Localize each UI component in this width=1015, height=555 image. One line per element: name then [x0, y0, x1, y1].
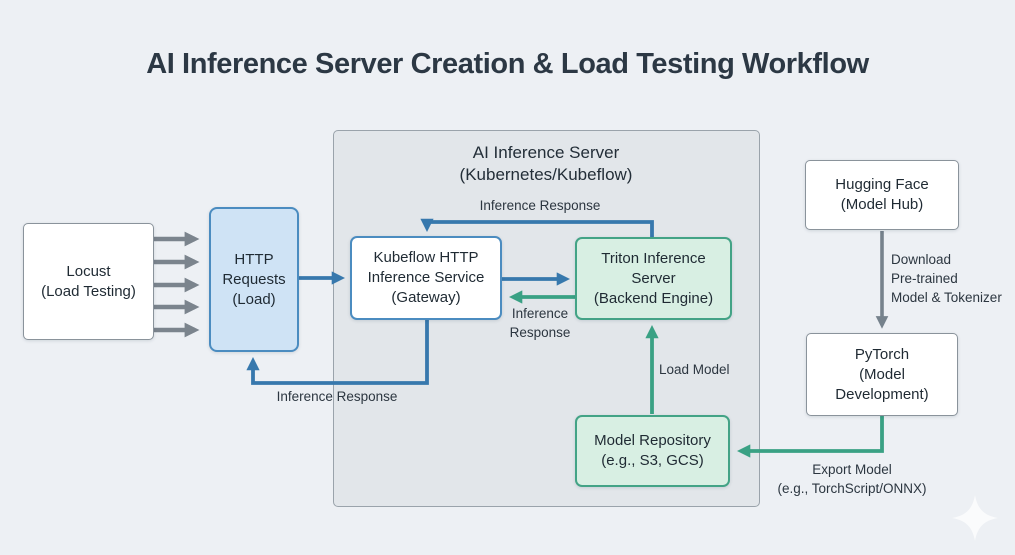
node-pytorch: PyTorch (Model Development) — [806, 333, 958, 416]
node-kubeflow-gateway: Kubeflow HTTP Inference Service (Gateway… — [350, 236, 502, 320]
container-title-line: AI Inference Server — [472, 143, 620, 162]
load-arrows-locust-to-http — [154, 231, 200, 338]
node-kubeflow-gateway-label: Kubeflow HTTP — [373, 249, 479, 266]
page-title: AI Inference Server Creation & Load Test… — [146, 48, 869, 80]
node-locust-label: (Load Testing) — [41, 282, 136, 300]
node-locust-label: Locust — [66, 262, 111, 280]
label-inference-response-mid: Inference Response — [500, 304, 580, 342]
label-export-model: Export Model (e.g., TorchScript/ONNX) — [762, 460, 942, 498]
node-hugging-face: Hugging Face (Model Hub) — [805, 160, 959, 230]
node-triton-server-label: (Backend Engine) — [593, 289, 714, 307]
node-kubeflow-gateway-label: Inference Service — [367, 269, 485, 286]
label-load-model: Load Model — [659, 362, 730, 377]
node-model-repository-label: (e.g., S3, GCS) — [601, 452, 704, 469]
node-hugging-face-label: Hugging Face — [835, 176, 929, 193]
label-line: Export Model — [812, 462, 892, 477]
node-locust: Locust (Load Testing) — [23, 223, 154, 340]
node-pytorch-label: Development) — [835, 385, 929, 403]
node-http-requests-label: (Load) — [232, 290, 276, 308]
node-pytorch-label: (Model — [859, 365, 905, 383]
node-http-requests-label: HTTP — [234, 250, 274, 268]
node-model-repository: Model Repository (e.g., S3, GCS) — [575, 415, 730, 487]
label-inference-response-top: Inference Response — [479, 198, 601, 213]
label-line: Pre-trained — [891, 271, 958, 286]
node-kubeflow-gateway-label: (Gateway) — [391, 289, 461, 306]
sparkle-icon — [952, 495, 998, 541]
node-http-requests-label: Requests — [222, 270, 286, 288]
node-http-requests: HTTP Requests (Load) — [209, 207, 299, 352]
label-line: Download — [891, 252, 952, 267]
label-line: (e.g., TorchScript/ONNX) — [777, 481, 927, 496]
node-pytorch-label: PyTorch — [854, 345, 910, 363]
label-line: Inference — [511, 306, 569, 321]
arrow-pytorch-to-modelrepo-export — [737, 416, 884, 458]
node-triton-server-label: Server — [631, 269, 676, 287]
label-line: Model & Tokenizer — [891, 290, 1002, 305]
node-triton-server-label: Triton Inference — [601, 249, 706, 267]
label-download-pretrained: Download Pre-trained Model & Tokenizer — [891, 250, 1002, 307]
container-title-line: (Kubernetes/Kubeflow) — [459, 165, 633, 184]
node-model-repository-label: Model Repository — [594, 432, 711, 449]
ai-inference-server-container-title: AI Inference Server (Kubernetes/Kubeflow… — [396, 142, 696, 186]
node-triton-server: Triton Inference Server (Backend Engine) — [575, 237, 732, 320]
label-inference-response-bottom: Inference Response — [276, 389, 398, 404]
label-line: Response — [509, 325, 571, 340]
node-hugging-face-label: (Model Hub) — [840, 196, 924, 213]
